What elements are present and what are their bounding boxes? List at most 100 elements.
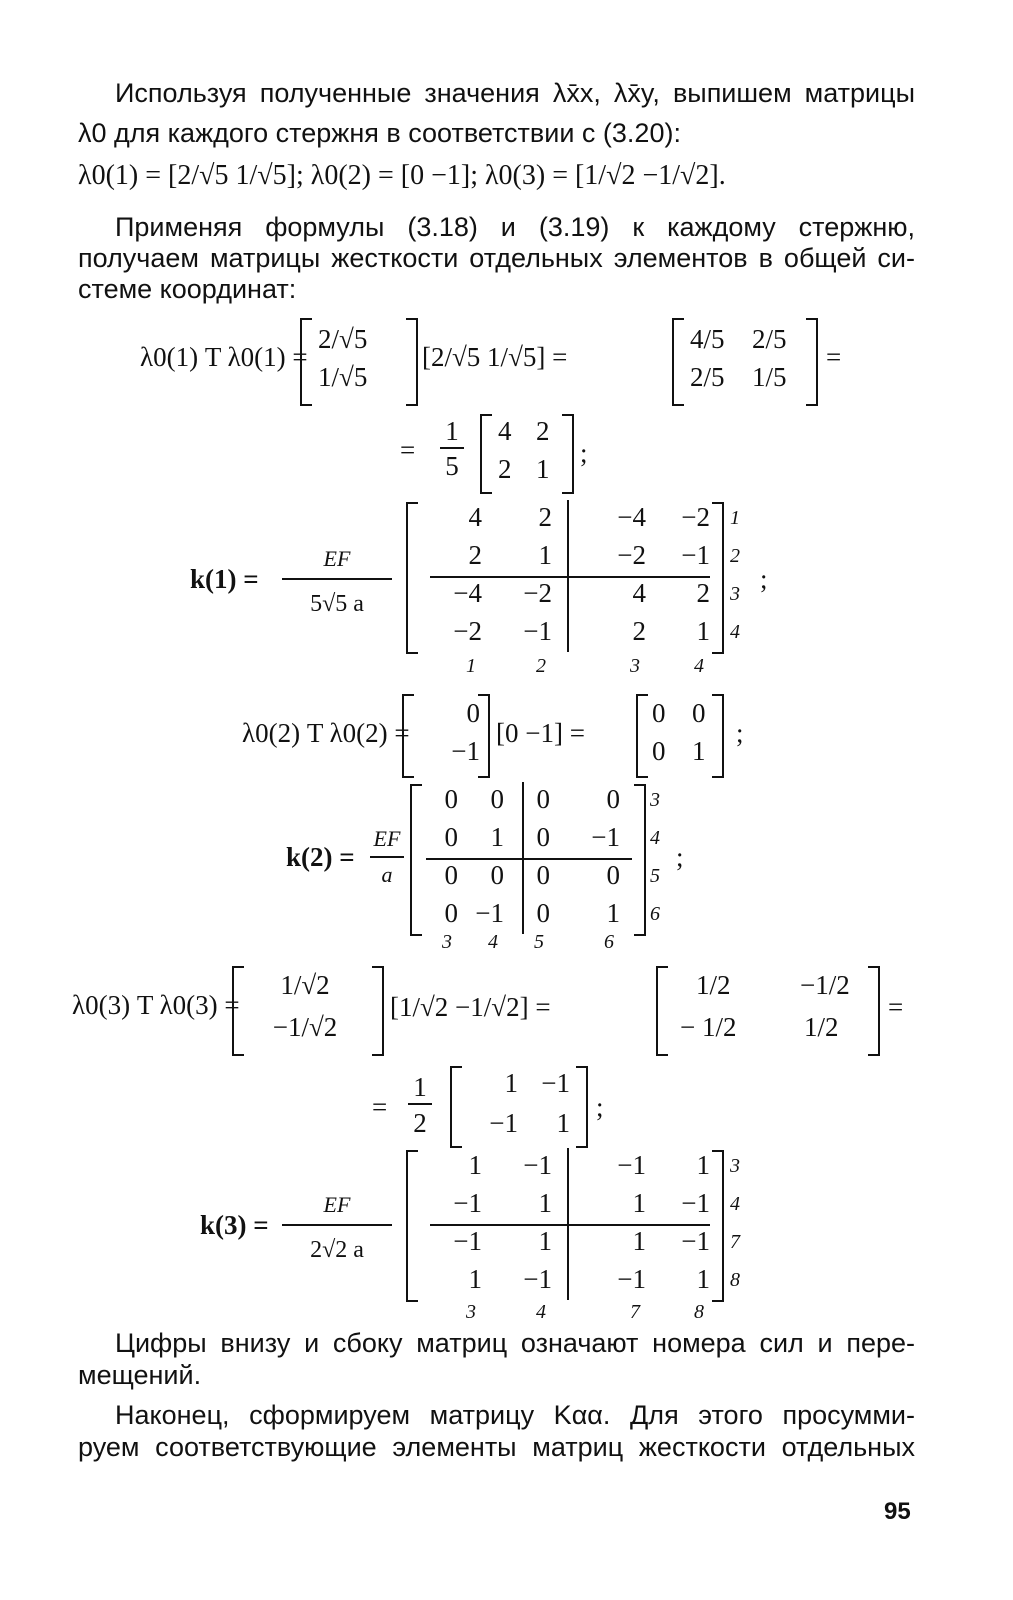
eq3-equals-2: = (372, 1092, 388, 1122)
k3-horizontal-divider (430, 1224, 710, 1226)
eq1-col-0: 2/√5 (318, 324, 368, 354)
k3-cell: −1 (453, 1226, 482, 1256)
k1-bottom-index: 3 (630, 655, 640, 677)
eq1-res-10: 2/5 (690, 362, 725, 392)
eq3-res-left-bracket (656, 966, 668, 1056)
paragraph-4-line-2: руем соответствующие элементы матриц жес… (78, 1432, 915, 1462)
k2-lhs: k(2) = (286, 842, 355, 872)
k2-cell: 0 (536, 784, 551, 814)
paragraph-3-line-2: мещений. (78, 1360, 202, 1390)
k2-bottom-index: 4 (488, 931, 498, 953)
k2-cell: 1 (606, 898, 621, 928)
k1-bottom-index: 1 (466, 655, 476, 677)
paragraph-2-line-2: получаем матрицы жесткости отдельных эле… (78, 243, 915, 273)
k1-cell: 4 (468, 502, 483, 532)
k1-cell: 2 (538, 502, 553, 532)
eq3-frac-num: 1 (413, 1072, 427, 1102)
k3-cell: 1 (468, 1150, 483, 1180)
k1-cell: 2 (696, 578, 711, 608)
eq1-int-10: 2 (498, 454, 512, 484)
k2-cell: 0 (536, 898, 551, 928)
eq2-res-00: 0 (652, 698, 666, 728)
k2-cell: 0 (444, 822, 459, 852)
eq1-int-01: 2 (536, 416, 550, 446)
k1-cell: 1 (696, 616, 711, 646)
k3-bottom-index: 8 (694, 1301, 704, 1323)
k1-cell: −2 (617, 540, 646, 570)
k2-cell: 0 (444, 860, 459, 890)
eq3-res-00: 1/2 (696, 970, 731, 1000)
eq3-tail: = (888, 992, 904, 1022)
k2-side-index: 4 (650, 827, 660, 849)
k1-cell: 2 (632, 616, 647, 646)
k1-cell: −1 (681, 540, 710, 570)
eq2-lhs: λ0(2) T λ0(2) = (242, 718, 410, 748)
eq3-col-left-bracket (232, 966, 244, 1056)
k3-cell: −1 (681, 1188, 710, 1218)
k2-cell: 1 (490, 822, 505, 852)
k3-side-index: 8 (730, 1269, 740, 1291)
eq1-col-1: 1/√5 (318, 362, 368, 392)
k3-side-index: 3 (730, 1155, 740, 1177)
k2-cell: 0 (606, 784, 621, 814)
paragraph-2-line-1: Применяя формулы (3.18) и (3.19) к каждо… (115, 212, 915, 242)
eq3-col-0: 1/√2 (280, 970, 330, 1000)
k2-left-bracket (410, 784, 422, 936)
eq1-res-left-bracket (672, 318, 684, 406)
eq1-equals-2: = (400, 435, 416, 465)
k1-cell: 1 (538, 540, 553, 570)
k3-cell: 1 (632, 1226, 647, 1256)
eq2-row: [0 −1] = (496, 718, 585, 748)
paragraph-1-line-1: Используя полученные значения λx̄x, λx̄y… (115, 78, 915, 108)
k1-side-index: 3 (730, 583, 740, 605)
k3-cell: −1 (523, 1264, 552, 1294)
k3-cell: 1 (696, 1150, 711, 1180)
eq1-frac-den: 5 (445, 451, 459, 481)
eq1-lhs: λ0(1) T λ0(1) = (140, 342, 308, 372)
eq3-int-right-bracket (576, 1066, 588, 1148)
k3-cell: −1 (617, 1150, 646, 1180)
k1-bottom-index: 2 (536, 655, 546, 677)
paragraph-3-line-1: Цифры внизу и сбоку матриц означают номе… (115, 1328, 915, 1358)
eq1-int-right-bracket (562, 414, 574, 494)
k1-cell: 2 (468, 540, 483, 570)
k2-cell: 0 (490, 860, 505, 890)
k1-den: 5√5 a (310, 591, 364, 617)
k3-cell: 1 (538, 1188, 553, 1218)
eq3-int-00: 1 (504, 1068, 519, 1098)
k3-cell: −1 (453, 1188, 482, 1218)
k2-cell: 0 (444, 898, 459, 928)
k2-side-index: 5 (650, 865, 660, 887)
eq3-res-10: − 1/2 (680, 1012, 737, 1042)
eq3-int-01: −1 (541, 1068, 570, 1098)
eq1-res-11: 1/5 (752, 362, 787, 392)
k1-cell: −4 (453, 578, 482, 608)
eq2-col-left-bracket (402, 694, 414, 778)
k1-side-index: 4 (730, 621, 740, 643)
k1-frac-bar (282, 578, 392, 580)
k1-side-index: 2 (730, 545, 740, 567)
k2-cell: 0 (490, 784, 505, 814)
k1-end: ; (760, 564, 768, 594)
eq2-res-11: 1 (692, 736, 706, 766)
eq3-row: [1/√2 −1/√2] = (390, 992, 551, 1022)
k3-side-index: 7 (730, 1231, 740, 1253)
eq3-res-01: −1/2 (800, 970, 850, 1000)
k3-cell: 1 (696, 1264, 711, 1294)
k2-frac-bar (370, 856, 404, 858)
k3-cell: −1 (617, 1264, 646, 1294)
k2-den: a (381, 862, 393, 887)
k3-right-bracket (712, 1150, 724, 1302)
eq3-frac-bar (408, 1103, 432, 1105)
eq1-int-00: 4 (498, 416, 512, 446)
eq1-frac-bar (440, 447, 464, 449)
k2-bottom-index: 3 (442, 931, 452, 953)
eq2-col-1: −1 (451, 736, 480, 766)
eq3-int-left-bracket (450, 1066, 462, 1148)
k3-cell: −1 (681, 1226, 710, 1256)
k2-num: EF (373, 826, 401, 851)
k3-side-index: 4 (730, 1193, 740, 1215)
eq1-int-11: 1 (536, 454, 550, 484)
eq3-frac-den: 2 (413, 1108, 427, 1138)
